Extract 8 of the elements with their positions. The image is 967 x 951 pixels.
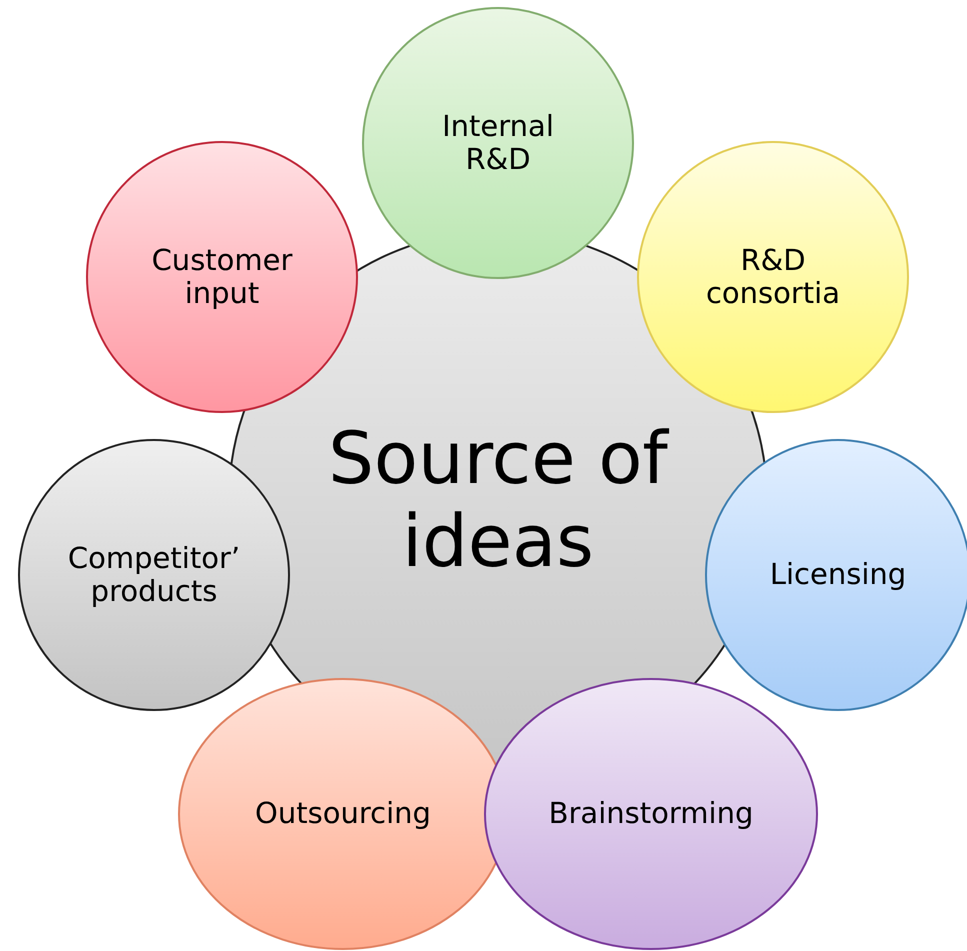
circle-label: Outsourcing xyxy=(254,797,432,831)
circle-label: Internal R&D xyxy=(441,110,555,176)
central-title: Source of ideas xyxy=(327,417,670,583)
circle-label: Brainstorming xyxy=(548,797,754,831)
circle-label: Customer input xyxy=(150,244,294,310)
circle-label: R&D consortia xyxy=(704,244,842,310)
circle-label: Competitor’ products xyxy=(66,542,242,608)
circle-label: Licensing xyxy=(768,558,908,592)
